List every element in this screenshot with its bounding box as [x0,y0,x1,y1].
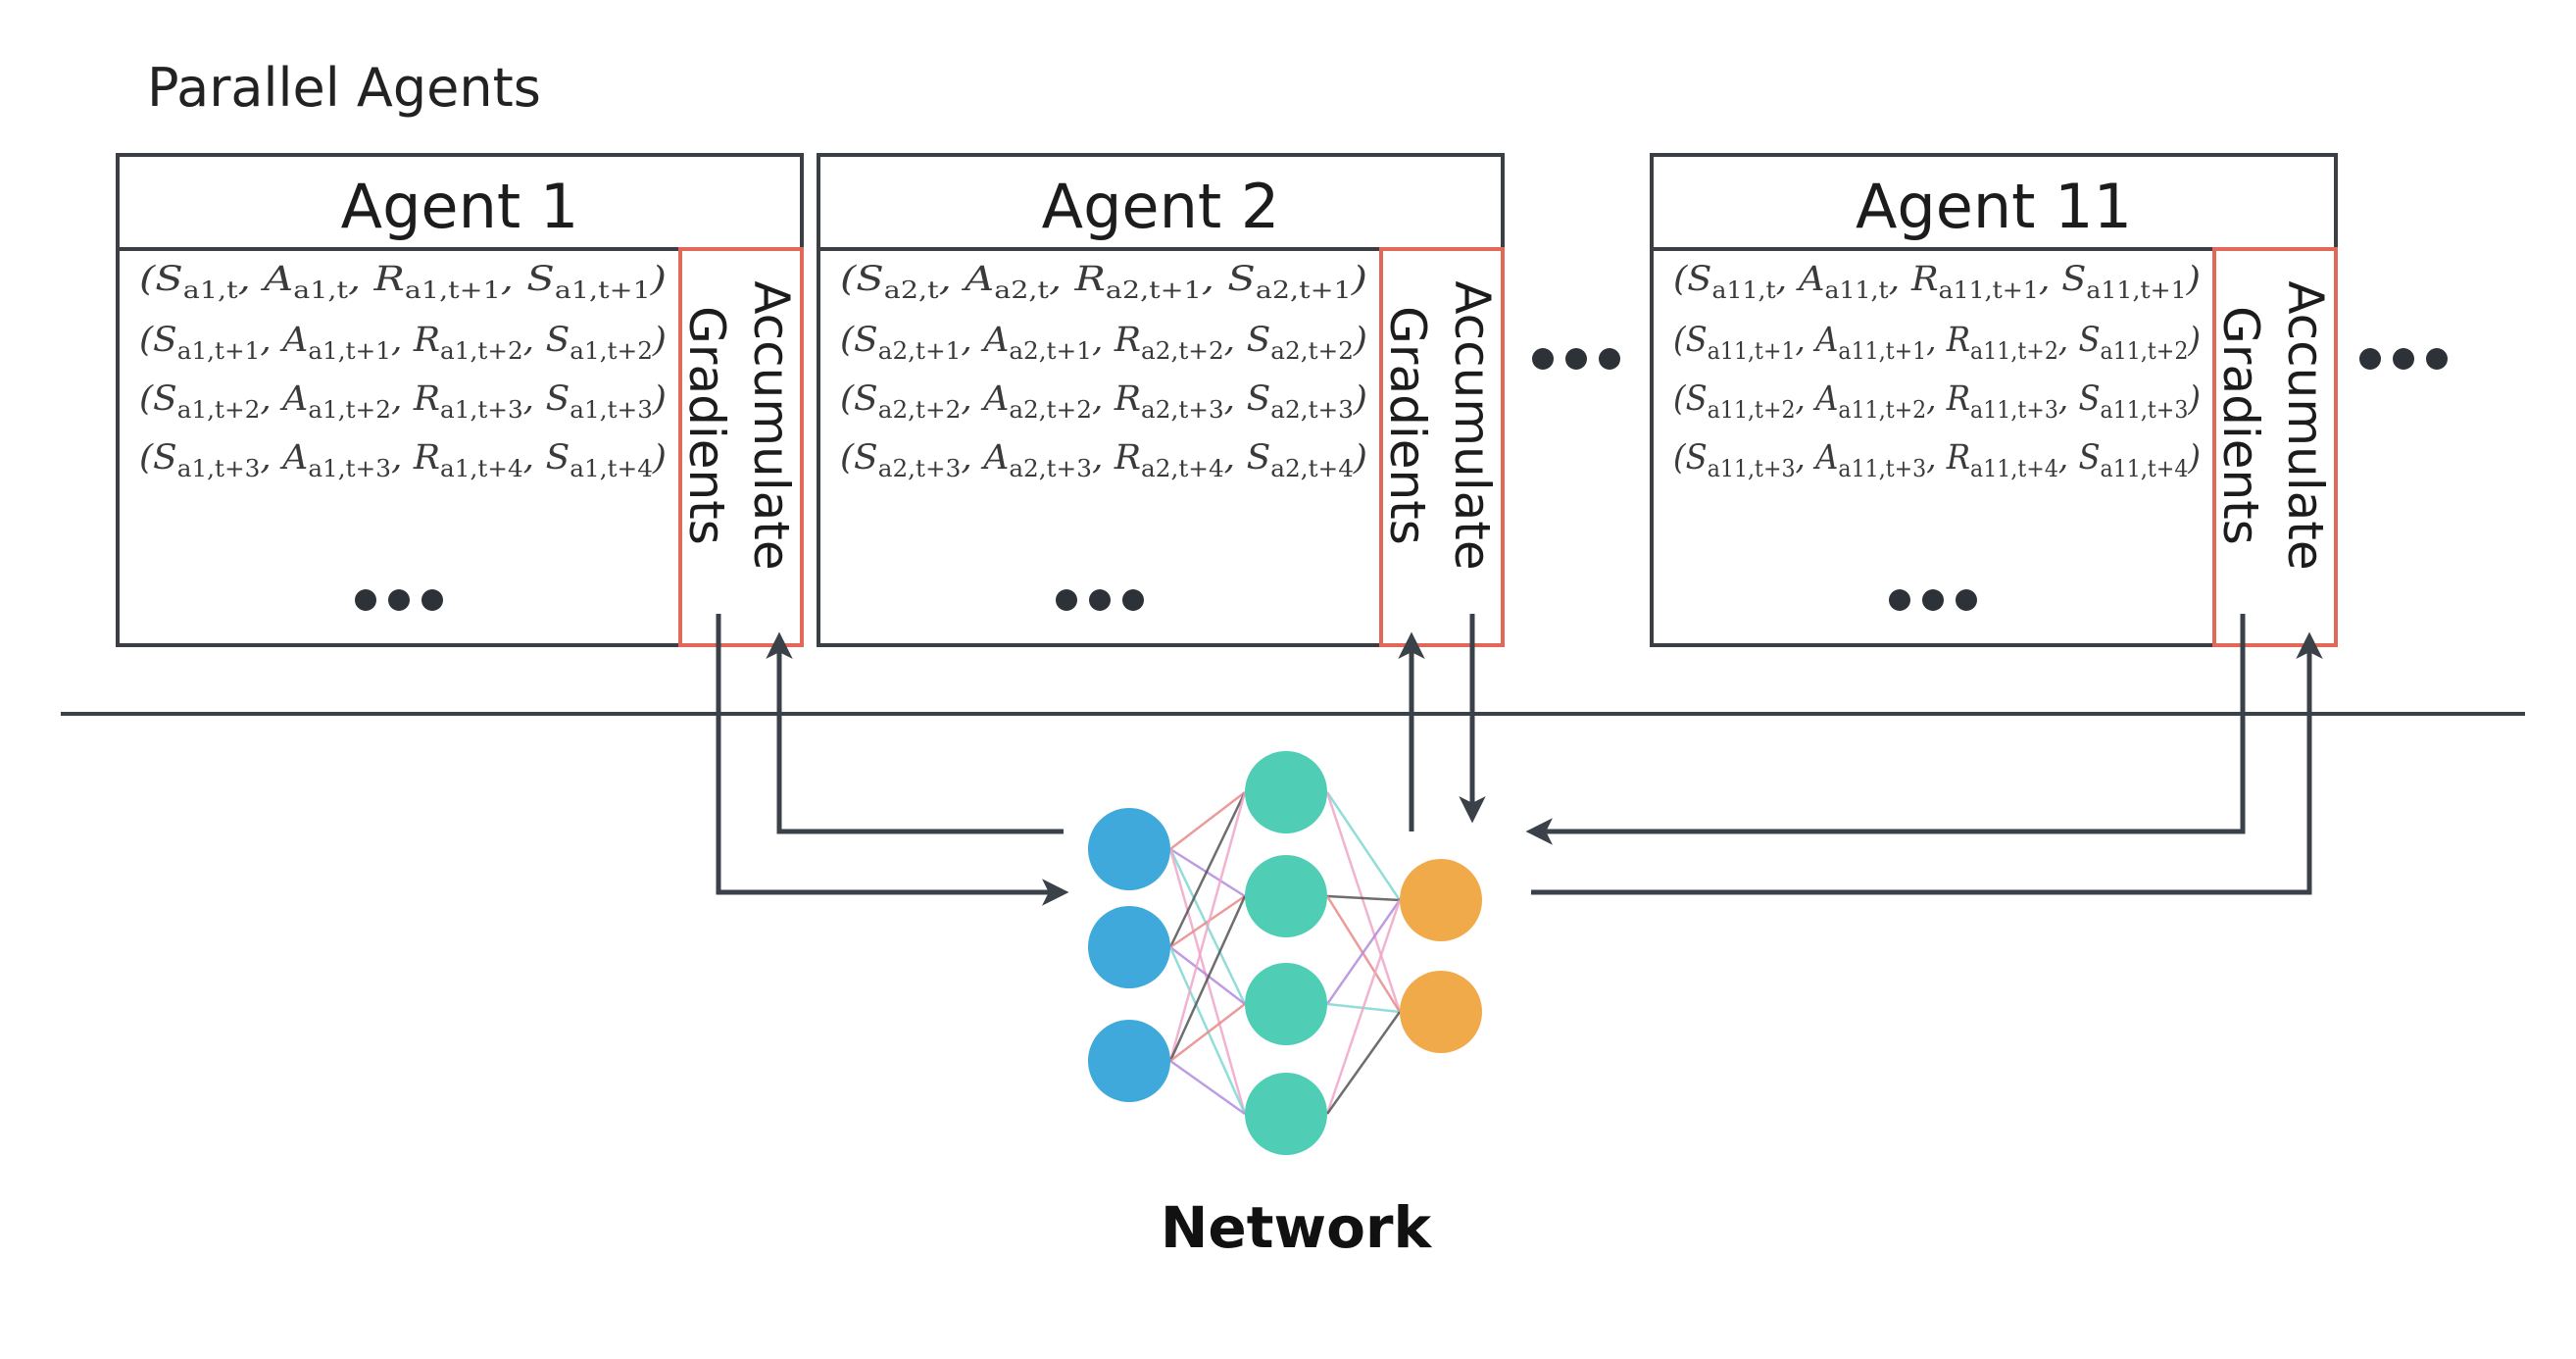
network-neuron [1245,855,1327,937]
accumulate-label: Accumulate [1444,280,1501,570]
transition-tuple: (Sa1,t+3, Aa1,t+3, Ra1,t+4, Sa1,t+4) [139,438,667,482]
more-transitions-dot [1922,589,1944,611]
more-transitions-dot [421,589,443,611]
transition-tuple: (Sa11,t+3, Aa11,t+3, Ra11,t+4, Sa11,t+4) [1673,438,2201,482]
agent-name: Agent 1 [341,171,579,242]
network-to-agent11-arrow [1531,631,2323,895]
network-neuron [1245,751,1327,833]
transition-tuple: (Sa11,t+2, Aa11,t+2, Ra11,t+3, Sa11,t+3) [1673,379,2201,424]
network-edge [1168,791,1247,1062]
network-neuron [1088,808,1170,890]
transition-tuple: (Sa11,t, Aa11,t, Ra11,t+1, Sa11,t+1) [1673,260,2201,304]
network-edge [1169,1059,1246,1116]
more-transitions-dot [1889,589,1910,611]
network-edge [1168,791,1247,948]
network-neuron [1088,1020,1170,1102]
gradients-label: Gradients [2212,306,2269,545]
network-edge [1325,791,1402,1013]
network-edge [1169,847,1246,898]
more-agents-ellipsis [1532,348,1620,370]
network-edge [1169,894,1246,949]
network-edge [1168,895,1247,1062]
transition-tuple: (Sa1,t+2, Aa1,t+2, Ra1,t+3, Sa1,t+3) [139,379,667,424]
more-transitions-dot [355,589,376,611]
agent11-to-network-arrow [1525,614,2246,845]
transition-tuple: (Sa1,t+1, Aa1,t+1, Ra1,t+2, Sa1,t+2) [139,321,667,365]
more-transitions-dot [1056,589,1077,611]
agent-name: Agent 2 [1042,171,1280,242]
gradients-label: Gradients [1379,306,1436,545]
network-edge [1169,1003,1246,1062]
accumulate-label: Accumulate [743,280,800,570]
network-edge [1325,791,1402,901]
network-edge [1325,1011,1402,1115]
gradients-label: Gradients [678,306,735,545]
more-transitions-dot [1122,589,1144,611]
transition-tuple: (Sa11,t+1, Aa11,t+1, Ra11,t+2, Sa11,t+2) [1673,321,2201,365]
network-label: Network [1161,1194,1433,1261]
network-layer-3 [1400,859,1482,1053]
transition-tuple: (Sa2,t+2, Aa2,t+2, Ra2,t+3, Sa2,t+3) [840,379,1367,424]
more-transitions-dot [1956,589,1977,611]
more-transitions-dot [388,589,410,611]
network-neuron [1245,1073,1327,1155]
network-edge [1326,894,1401,902]
network-edges [1168,791,1402,1116]
accumulate-label: Accumulate [2277,280,2334,570]
agent-name: Agent 11 [1856,171,2132,242]
agent1-to-network-arrow [716,614,1069,906]
gradient-flow-arrows [716,614,2323,906]
more-agents-trailing-ellipsis [2359,348,2448,370]
network-neuron [1400,859,1482,941]
network-layer-1 [1088,808,1170,1102]
network-edge [1169,791,1246,850]
network-to-agent1-arrow [766,631,1064,834]
network-neuron [1245,963,1327,1045]
network-edge [1325,899,1402,1005]
more-transitions-dot [1089,589,1111,611]
accumulate-gradients-box [1379,247,1505,647]
accumulate-gradients-box [2212,247,2338,647]
network-neuron [1088,906,1170,988]
neural-network [1088,751,1482,1155]
network-edge [1325,899,1402,1115]
network-edge [1168,946,1247,1115]
transition-tuple: (Sa2,t+3, Aa2,t+3, Ra2,t+4, Sa2,t+4) [840,438,1367,482]
network-layer-2 [1245,751,1327,1155]
accumulate-gradients-box [678,247,804,647]
transition-tuple: (Sa2,t+1, Aa2,t+1, Ra2,t+2, Sa2,t+2) [840,321,1367,365]
network-neuron [1400,971,1482,1053]
diagram-title: Parallel Agents [147,57,541,119]
